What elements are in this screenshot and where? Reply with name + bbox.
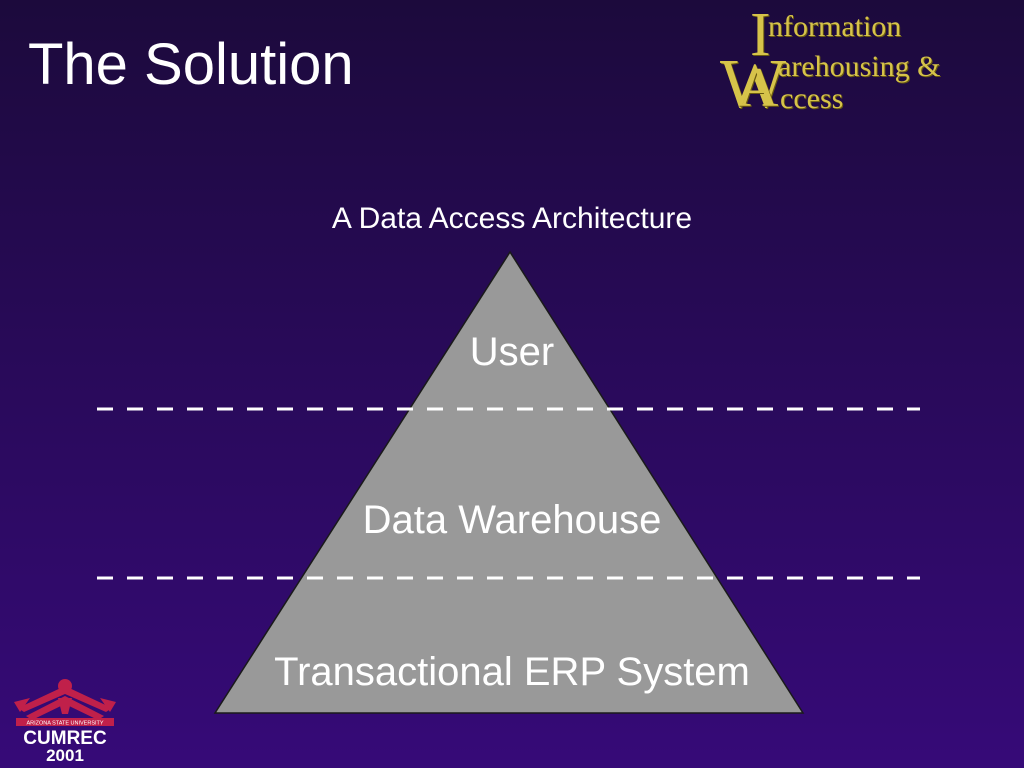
logo-initial-a: A bbox=[738, 57, 779, 119]
slide-title: The Solution bbox=[28, 32, 354, 97]
diagram-subtitle: A Data Access Architecture bbox=[331, 202, 693, 235]
logo-line-2: arehousing & bbox=[778, 50, 941, 83]
badge-banner: ARIZONA STATE UNIVERSITY bbox=[26, 721, 103, 727]
logo-initial-w: W bbox=[720, 46, 787, 123]
information-warehousing-access-logo: I nformation W arehousing & A ccess bbox=[718, 4, 1024, 123]
tier-label-data-warehouse: Data Warehouse bbox=[362, 498, 662, 542]
cumrec-2001-badge: ARIZONA STATE UNIVERSITY CUMREC 2001 bbox=[14, 679, 116, 764]
logo-initial-i: I bbox=[750, 1, 771, 69]
badge-name: CUMREC bbox=[23, 728, 107, 749]
logo-line-1: nformation bbox=[768, 10, 902, 43]
tier-label-user: User bbox=[469, 330, 555, 374]
tier-label-transactional-erp: Transactional ERP System bbox=[274, 650, 750, 694]
pyramid-shape bbox=[213, 250, 805, 714]
logo-line-3: ccess bbox=[780, 82, 844, 115]
badge-year: 2001 bbox=[46, 746, 84, 764]
